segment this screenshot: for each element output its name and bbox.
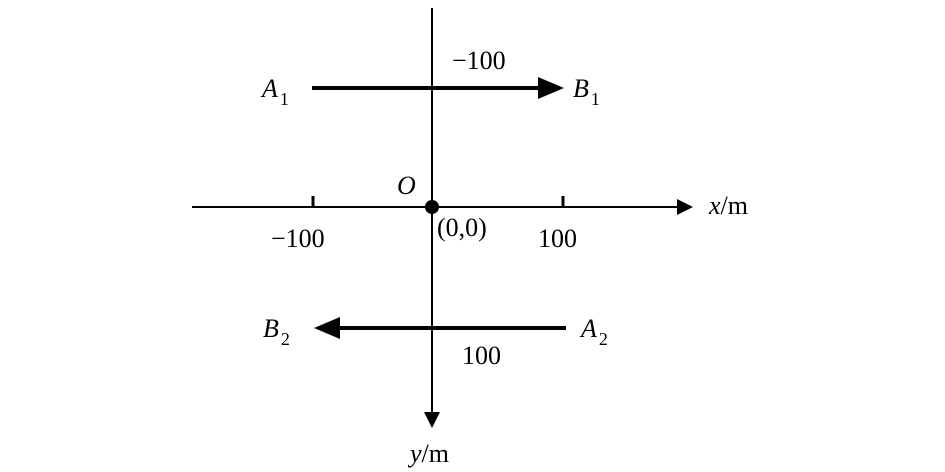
label-b2-letter: B: [263, 314, 279, 343]
arrowhead-b2: [314, 317, 340, 339]
label-a1-sub: 1: [280, 89, 289, 109]
label-b1-letter: B: [573, 74, 589, 103]
label-a2-sub: 2: [599, 329, 608, 349]
y-axis-label: y/m: [407, 439, 449, 468]
x-axis-label-unit: /m: [721, 191, 748, 220]
x-tick-label-neg: −100: [271, 224, 325, 253]
label-a1-letter: A: [260, 74, 278, 103]
x-axis-label-var: x: [708, 191, 721, 220]
origin-coord-label: (0,0): [437, 213, 487, 242]
path2-y-value-label: 100: [462, 341, 501, 370]
x-axis-label: x/m: [708, 191, 748, 220]
path-a1-b1: [312, 77, 564, 99]
y-axis-label-var: y: [407, 439, 422, 468]
x-tick-label-pos: 100: [538, 224, 577, 253]
path-a2-b2: [314, 317, 566, 339]
path1-y-value-label: −100: [452, 46, 506, 75]
origin-label: O: [397, 171, 416, 200]
label-b2-sub: 2: [281, 329, 290, 349]
label-a2-letter: A: [579, 314, 597, 343]
label-b1-sub: 1: [591, 89, 600, 109]
y-axis-label-unit: /m: [422, 439, 449, 468]
x-axis-arrowhead: [677, 199, 693, 215]
y-axis-arrowhead: [424, 412, 440, 428]
arrowhead-b1: [538, 77, 564, 99]
origin-point: [425, 200, 439, 214]
